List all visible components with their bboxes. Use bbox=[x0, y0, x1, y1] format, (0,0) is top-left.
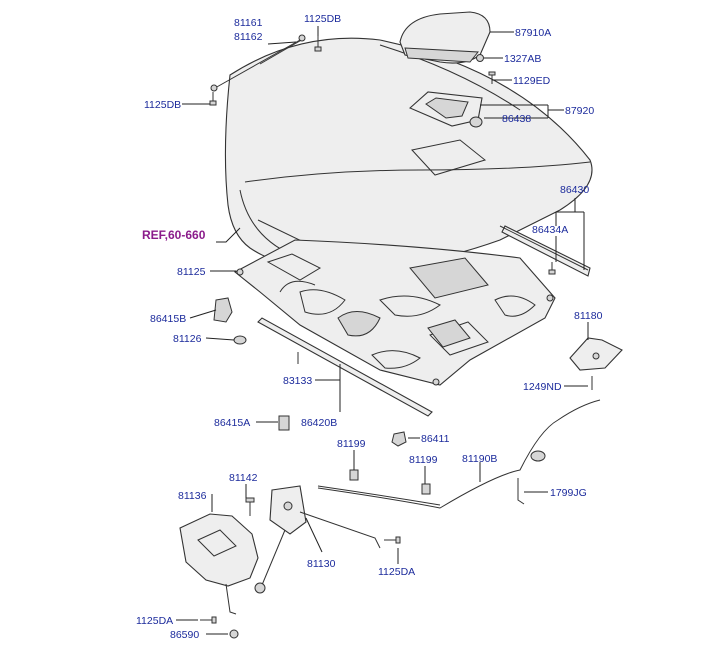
label-81136: 81136 bbox=[178, 490, 207, 502]
part-labels: 81161 81162 1125DB 87910A 1327AB 1129ED … bbox=[136, 13, 603, 641]
bumper-81126 bbox=[233, 335, 247, 345]
latch-assembly bbox=[254, 485, 381, 594]
label-86438: 86438 bbox=[502, 113, 531, 125]
bolt-1125DB-left bbox=[209, 92, 217, 106]
striker-81180 bbox=[569, 337, 623, 371]
leader-lines bbox=[176, 26, 589, 635]
clip-1327AB bbox=[476, 54, 484, 62]
bolt-1125DA-left bbox=[200, 616, 217, 624]
label-81125: 81125 bbox=[177, 266, 206, 278]
bumper-86411 bbox=[391, 431, 407, 447]
label-1125DA-right: 1125DA bbox=[378, 566, 415, 578]
label-86415B: 86415B bbox=[150, 313, 186, 325]
clip-81199-b bbox=[421, 483, 431, 495]
label-81161: 81161 bbox=[234, 17, 263, 29]
nut-86590 bbox=[229, 629, 239, 639]
bolt-1125DA-right bbox=[384, 536, 401, 544]
hood-scoop bbox=[399, 11, 491, 64]
label-87920: 87920 bbox=[565, 105, 594, 117]
release-cable-81190B bbox=[317, 399, 601, 509]
bumper-86438 bbox=[469, 116, 483, 128]
label-86420B: 86420B bbox=[301, 417, 337, 429]
clip-86434A bbox=[548, 262, 556, 275]
label-1125DA-left: 1125DA bbox=[136, 615, 173, 627]
label-1125DB-top: 1125DB bbox=[304, 13, 341, 25]
label-81126: 81126 bbox=[173, 333, 202, 345]
label-86411: 86411 bbox=[421, 433, 450, 445]
scoop-seal bbox=[408, 91, 483, 127]
weatherstrip-86430 bbox=[499, 225, 591, 277]
hood-inner-panel bbox=[234, 239, 556, 386]
bolt-1125DB-top bbox=[314, 36, 322, 52]
label-86590: 86590 bbox=[170, 629, 199, 641]
label-1129ED: 1129ED bbox=[513, 75, 551, 87]
reference-label: REF,60-660 bbox=[142, 228, 206, 242]
label-81162: 81162 bbox=[234, 31, 263, 43]
label-87910A: 87910A bbox=[515, 27, 551, 39]
label-86434A: 86434A bbox=[532, 224, 568, 236]
label-81199-a: 81199 bbox=[337, 438, 366, 450]
label-81142: 81142 bbox=[229, 472, 258, 484]
latch-bracket-81136 bbox=[179, 513, 259, 615]
bumper-86415B bbox=[213, 297, 233, 323]
label-1799JG: 1799JG bbox=[550, 487, 587, 499]
label-81190B: 81190B bbox=[462, 453, 497, 465]
clip-81199-a bbox=[349, 469, 359, 481]
label-1327AB: 1327AB bbox=[504, 53, 541, 65]
screw-1129ED bbox=[488, 71, 496, 84]
hood-lift-strut bbox=[210, 34, 306, 92]
seal-strip-86420B bbox=[257, 317, 433, 417]
bumper-86415A bbox=[278, 415, 290, 431]
label-86430: 86430 bbox=[560, 184, 589, 196]
label-86415A: 86415A bbox=[214, 417, 250, 429]
label-1249ND: 1249ND bbox=[523, 381, 562, 393]
bolt-81142 bbox=[245, 497, 255, 516]
label-81199-b: 81199 bbox=[409, 454, 438, 466]
label-1125DB-left: 1125DB bbox=[144, 99, 181, 111]
label-83133: 83133 bbox=[283, 375, 312, 387]
label-81180: 81180 bbox=[574, 310, 603, 322]
label-81130: 81130 bbox=[307, 558, 336, 570]
